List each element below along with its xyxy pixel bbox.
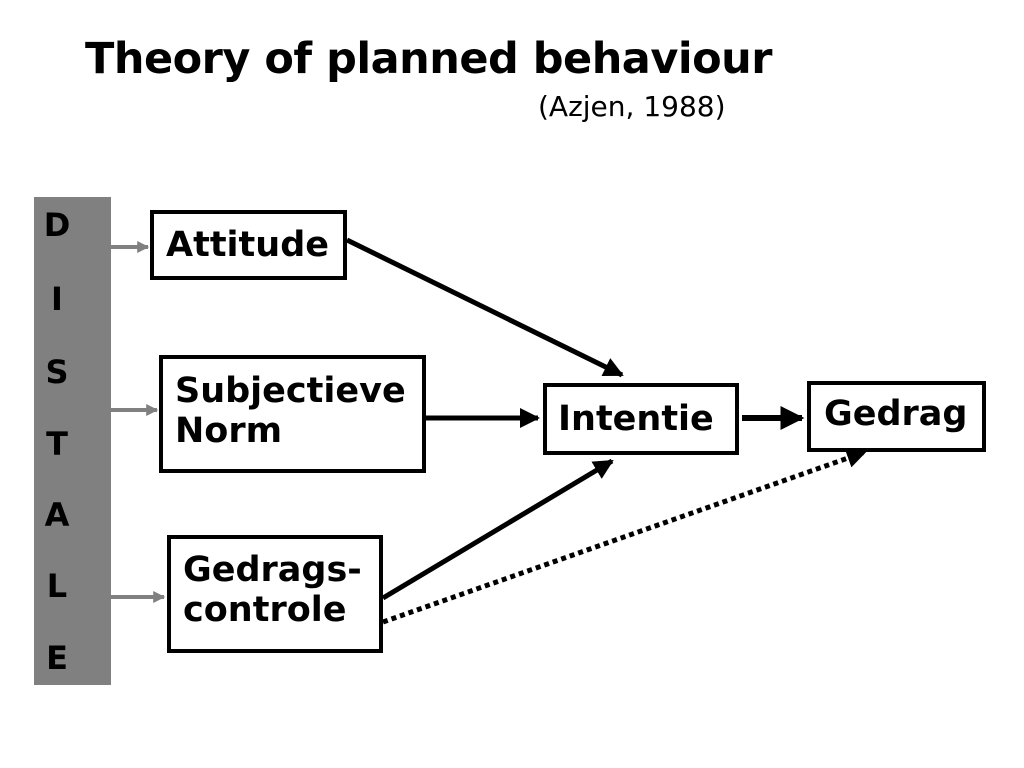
diagram-subtitle: (Azjen, 1988) <box>538 90 726 123</box>
diagram-title: Theory of planned behaviour <box>85 34 772 84</box>
attitude-label: Attitude <box>166 225 329 265</box>
sidebar-letter: E <box>46 639 68 677</box>
distale-sidebar: D I S T A L E <box>34 197 111 685</box>
sidebar-letter: T <box>46 425 68 463</box>
sidebar-letter: I <box>51 280 63 318</box>
intention-label: Intentie <box>558 399 714 439</box>
behavioral-control-label-line1: Gedrags- <box>183 550 362 590</box>
behavior-box: Gedrag <box>807 381 986 452</box>
subjective-norm-box: Subjectieve Norm <box>159 355 426 473</box>
subjective-norm-label-line1: Subjectieve <box>175 371 406 411</box>
behavior-label: Gedrag <box>824 394 968 434</box>
subjective-norm-label-line2: Norm <box>175 411 283 452</box>
sidebar-letter: A <box>44 496 70 534</box>
attitude-box: Attitude <box>150 210 347 280</box>
behavioral-control-box: Gedrags- controle <box>167 535 383 653</box>
sidebar-letter: S <box>45 353 69 391</box>
sidebar-letter: D <box>43 206 71 244</box>
control-to-intention-arrow <box>381 458 614 601</box>
intention-box: Intentie <box>543 383 739 455</box>
behavioral-control-label-line2: controle <box>183 590 347 631</box>
sidebar-letter: L <box>46 567 68 605</box>
control-to-behavior-dotted-arrow <box>382 448 867 625</box>
attitude-to-intention-arrow <box>345 237 624 378</box>
